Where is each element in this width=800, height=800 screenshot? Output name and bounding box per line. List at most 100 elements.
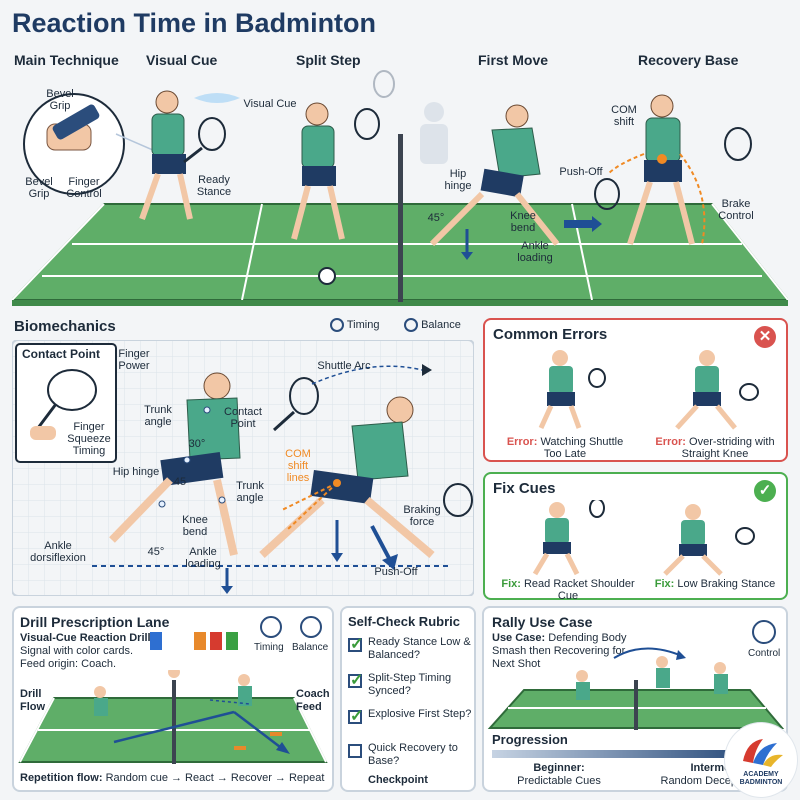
fix-1-word: Fix: (501, 578, 521, 590)
rubric-item-3-text: Explosive First Step? (368, 708, 472, 720)
label-braking-force: Braking force (403, 504, 441, 528)
rally-court-illustration (487, 647, 785, 730)
fix-2-text: Low Braking Stance (677, 578, 776, 590)
beginner-label: Beginner: (533, 762, 585, 774)
rubric-panel: Self-Check Rubric Ready Stance Low & Bal… (340, 606, 476, 792)
label-angle-45b: 45° (147, 546, 165, 558)
fix-2-word: Fix: (654, 578, 675, 590)
progression-bar (492, 750, 742, 758)
label-bevel-grip-bottom: Bevel Grip (25, 176, 53, 200)
label-angle-30: 30° (188, 438, 206, 450)
main-technique-heading: Main Technique (14, 52, 119, 68)
label-shuttle-arc: Shuttle Arc (317, 360, 371, 372)
legend-timing: Timing (330, 318, 379, 332)
common-errors-heading: Common Errors (493, 326, 608, 343)
academy-logo-text: ACADEMY BADMINTON (739, 771, 783, 786)
label-knee-bend: Knee bend (182, 514, 208, 538)
main-technique-section: Main Technique Visual Cue Split Step Fir… (12, 44, 788, 306)
rally-heading: Rally Use Case (492, 614, 593, 630)
drill-line-3: Feed origin: Coach. (20, 658, 116, 670)
main-technique-court-illustration (12, 70, 788, 306)
drill-court-illustration (18, 670, 328, 764)
label-trunk-angle-1: Trunk angle (144, 404, 172, 428)
legend-balance: Balance (404, 318, 461, 332)
color-cards (150, 632, 240, 652)
drill-panel: Drill Prescription Lane Visual-Cue React… (12, 606, 334, 792)
repetition-flow-text: Random cue → React → Recover → Repeat (105, 772, 325, 784)
label-ankle-loading: Ankle loading (185, 546, 221, 570)
beginner-text: Predictable Cues (517, 775, 601, 787)
academy-logo: ACADEMY BADMINTON (724, 722, 798, 798)
error-2-word: Error: (655, 436, 686, 448)
label-bevel-grip-top: Bevel Grip (46, 88, 74, 112)
drill-timing-icon (260, 616, 282, 638)
progression-heading: Progression (492, 732, 568, 747)
error-2-caption: Error: Over-striding with Straight Knee (645, 436, 785, 460)
biomechanics-grid-illustration (12, 340, 474, 596)
biomechanics-section: Biomechanics Timing Balance (12, 316, 474, 596)
label-visual-cue: Visual Cue (243, 98, 297, 110)
legend-timing-label: Timing (346, 318, 380, 331)
drill-subtitle: Visual-Cue Reaction Drill (20, 632, 151, 644)
label-ankle-dorsiflexion: Ankle dorsiflexion (30, 540, 86, 564)
label-push-off: Push-Off (559, 166, 603, 178)
drill-flow-label: Drill Flow (20, 688, 46, 713)
label-ready-stance: Ready Stance (196, 174, 232, 198)
intermediate-text: Random Decept (660, 775, 741, 787)
label-finger-control: Finger Control (66, 176, 102, 200)
rubric-checkbox-4[interactable] (348, 744, 362, 758)
color-card-green (226, 632, 238, 650)
rubric-checkbox-2[interactable] (348, 670, 363, 690)
rubric-item-2-text: Split-Step Timing Synced? (368, 672, 452, 697)
stopwatch-icon (330, 318, 344, 332)
rubric-footer: Checkpoint (368, 774, 428, 786)
contact-point-title: Contact Point (22, 347, 100, 361)
label-ankle-loading: Ankle loading (517, 240, 553, 264)
label-com-shift-lines: COM shift lines (285, 448, 311, 484)
rally-use-case-text: Defending Body Smash then Recovering for… (492, 632, 627, 670)
page-title: Reaction Time in Badminton (12, 8, 377, 38)
drill-balance-icon (300, 616, 322, 638)
label-hip-hinge: Hip hinge (444, 168, 472, 192)
control-icon (752, 620, 776, 644)
color-card-blue (150, 632, 162, 650)
drill-line-2: Signal with color cards. (20, 645, 134, 657)
rally-use-case: Use Case: Defending Body Smash then Reco… (492, 632, 642, 671)
progression-beginner: Beginner: Predictable Cues (504, 762, 614, 788)
biomechanics-heading: Biomechanics (14, 318, 116, 335)
label-angle-45: 45 (173, 476, 187, 488)
rubric-checkbox-1[interactable] (348, 634, 363, 654)
stage-split-step: Split Step (296, 52, 361, 68)
label-brake-control: Brake Control (718, 198, 754, 222)
fix-1-text: Read Racket Shoulder Cue (523, 578, 635, 602)
color-card-orange (194, 632, 206, 650)
stage-recovery-base: Recovery Base (638, 52, 739, 68)
repetition-flow: Repetition flow: Random cue → React → Re… (20, 772, 324, 784)
repetition-flow-label: Repetition flow: (20, 772, 103, 784)
error-2-text: Over-striding with Straight Knee (681, 436, 775, 460)
label-contact-point: Contact Point (224, 406, 262, 430)
error-1-text: Watching Shuttle Too Late (540, 436, 624, 460)
label-com-shift: COM shift (611, 104, 637, 128)
error-1-caption: Error: Watching Shuttle Too Late (505, 436, 625, 460)
rubric-item-4-text: Quick Recovery to Base? (368, 742, 458, 767)
fix-cues-heading: Fix Cues (493, 480, 556, 497)
academy-logo-emblem (743, 739, 783, 767)
label-push-off: Push-Off (374, 566, 418, 578)
scale-icon (404, 318, 418, 332)
drill-balance-label: Balance (292, 642, 329, 653)
rally-use-case-label: Use Case: (492, 632, 546, 644)
check-icon: ✓ (754, 480, 776, 502)
label-angle-45: 45° (427, 212, 445, 224)
common-errors-illustration (538, 350, 759, 430)
fix-cues-panel: Fix Cues ✓ Fix: Read Racket Shoulder Cue… (483, 472, 788, 602)
fix-2-caption: Fix: Low Braking Stance (645, 578, 785, 590)
control-label: Control (748, 648, 781, 659)
drill-timing-label: Timing (254, 642, 284, 653)
error-1-word: Error: (506, 436, 538, 448)
stage-visual-cue: Visual Cue (146, 52, 218, 68)
color-card-red (210, 632, 222, 650)
rubric-checkbox-3[interactable] (348, 706, 363, 726)
coach-feed-label: Coach Feed (296, 688, 330, 713)
drill-heading: Drill Prescription Lane (20, 614, 170, 630)
